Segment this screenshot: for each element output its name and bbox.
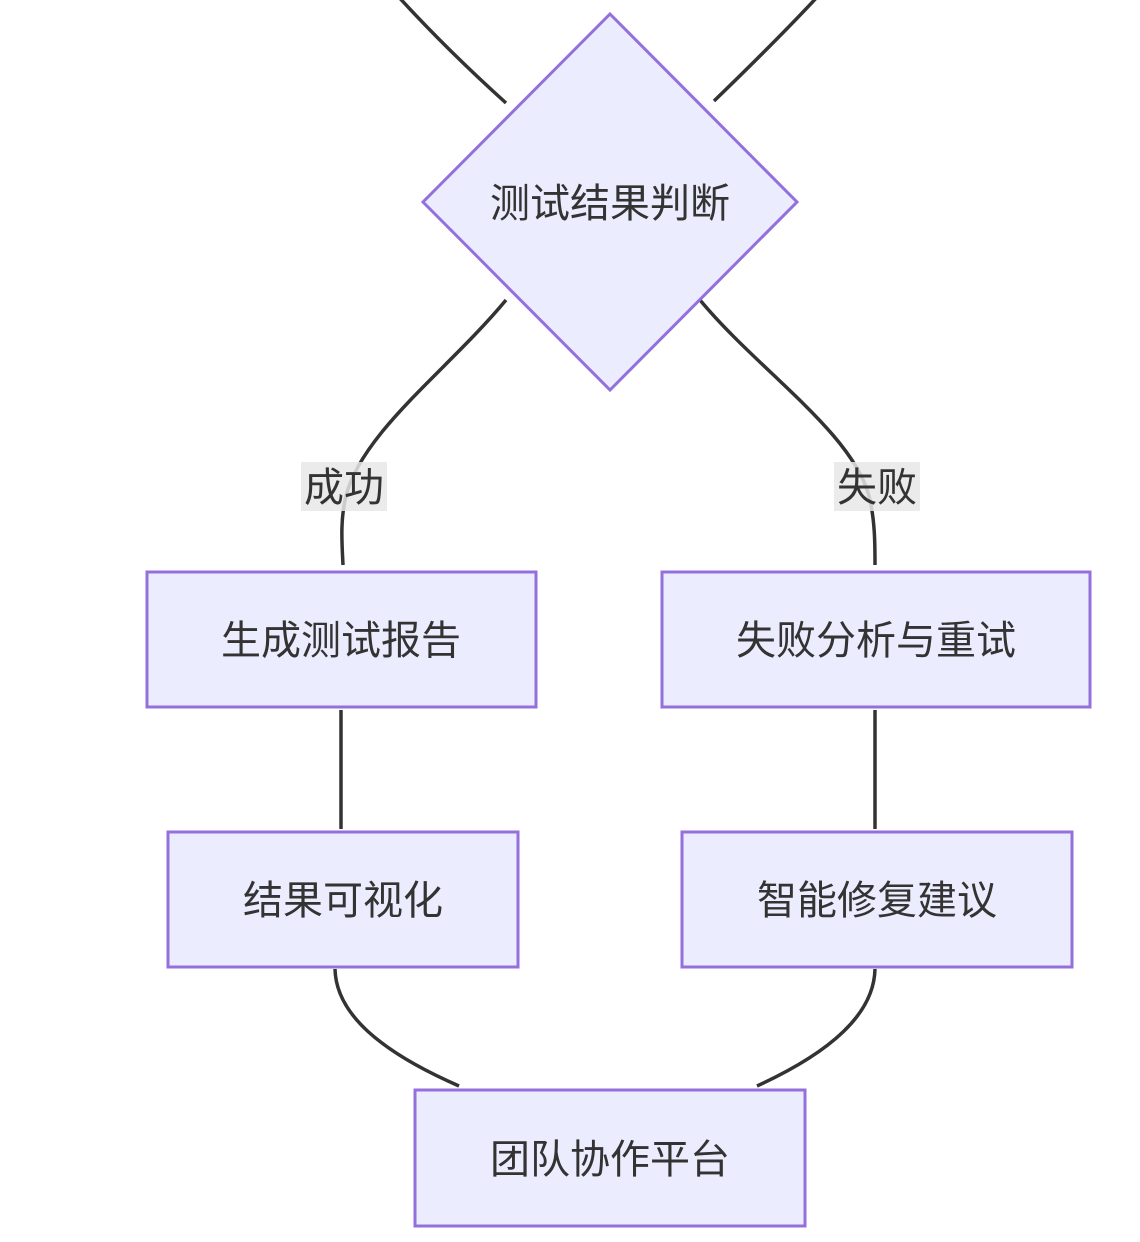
edge-incoming-right (712, 0, 817, 103)
node-visualization-shape (166, 830, 520, 969)
edge-label-success-bg (301, 462, 387, 511)
edge-label-failure-text: 失败 (837, 466, 917, 510)
node-report-label: 生成测试报告 (221, 619, 461, 663)
node-decision-shape (420, 11, 800, 393)
node-fix-label: 智能修复建议 (757, 879, 997, 923)
edge-label-success-text: 成功 (304, 466, 384, 510)
edge-label-success: 成功 (301, 462, 387, 511)
node-platform-shape (413, 1088, 807, 1228)
node-decision: 测试结果判断 (420, 11, 800, 393)
edge-fix-to-platform (756, 968, 877, 1088)
node-platform: 团队协作平台 (413, 1088, 807, 1228)
edge-label-failure-bg (834, 462, 920, 511)
node-report-shape (145, 570, 538, 709)
node-fix-shape (680, 830, 1074, 969)
node-retry-label: 失败分析与重试 (736, 619, 1016, 663)
node-visualization: 结果可视化 (166, 830, 520, 969)
node-platform-label: 团队协作平台 (490, 1138, 730, 1182)
edge-decision-to-report (340, 298, 508, 566)
node-report: 生成测试报告 (145, 570, 538, 709)
edge-visualization-to-platform (333, 968, 460, 1088)
edge-decision-to-retry (698, 298, 877, 566)
edge-incoming-left (399, 0, 508, 105)
node-retry-shape (660, 570, 1092, 709)
edge-label-failure: 失败 (834, 462, 920, 511)
node-fix: 智能修复建议 (680, 830, 1074, 969)
node-decision-label: 测试结果判断 (490, 182, 730, 226)
node-visualization-label: 结果可视化 (243, 879, 443, 923)
node-retry: 失败分析与重试 (660, 570, 1092, 709)
